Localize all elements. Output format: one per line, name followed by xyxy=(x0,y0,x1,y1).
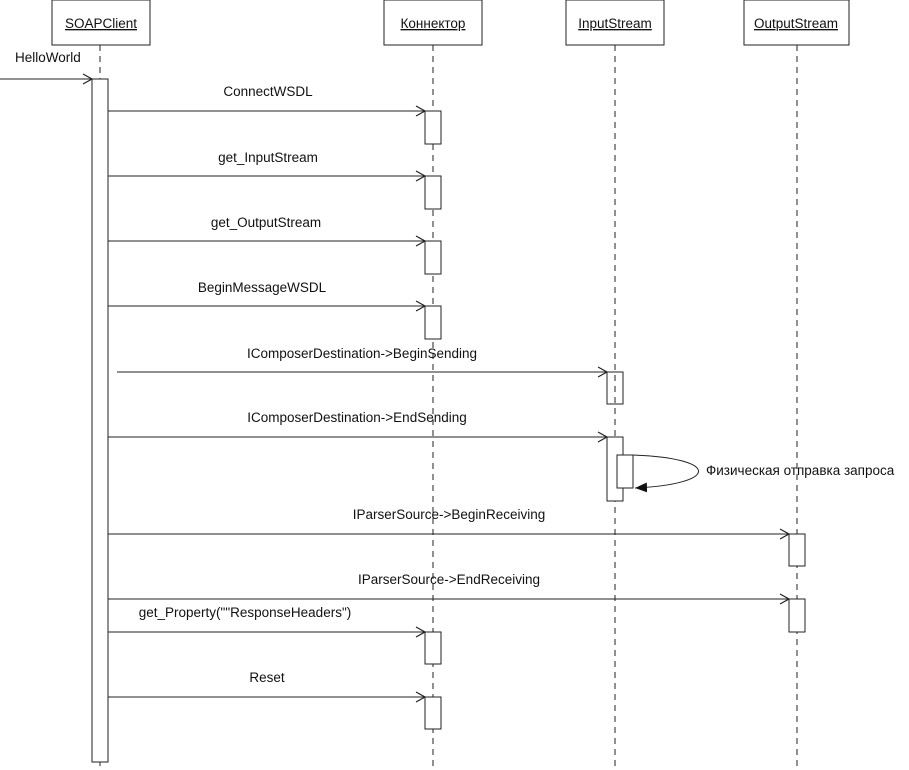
activation-connector xyxy=(424,631,442,665)
message-beginmessagewsdl[interactable]: BeginMessageWSDL xyxy=(108,280,442,340)
activation-outputstream xyxy=(788,533,806,567)
message-reset[interactable]: Reset xyxy=(108,670,442,730)
activation-connector xyxy=(424,240,442,275)
activation-soapclient xyxy=(91,78,109,763)
self-message-physical-send[interactable]: Физическая отправка запроса xyxy=(616,454,895,493)
message-label: IComposerDestination->EndSending xyxy=(247,410,467,425)
self-message-arrow xyxy=(632,454,699,493)
message-label: ConnectWSDL xyxy=(223,84,313,99)
activation-connector xyxy=(424,110,442,145)
activation-connector xyxy=(424,696,442,730)
message-label: BeginMessageWSDL xyxy=(198,280,327,295)
object-label: SOAPClient xyxy=(65,16,137,31)
message-label: IParserSource->BeginReceiving xyxy=(353,507,545,522)
message-label: get_Property(""ResponseHeaders") xyxy=(139,605,351,620)
message-get-inputstream[interactable]: get_InputStream xyxy=(108,150,442,210)
message-connectwsdl[interactable]: ConnectWSDL xyxy=(108,84,442,145)
object-box xyxy=(743,0,850,46)
message-helloworld[interactable]: HelloWorld xyxy=(0,50,94,85)
object-outputstream[interactable]: OutputStream xyxy=(743,0,850,770)
activation-connector xyxy=(424,175,442,210)
message-label: IParserSource->EndReceiving xyxy=(358,572,540,587)
message-endreceiving[interactable]: IParserSource->EndReceiving xyxy=(108,572,806,633)
object-label: InputStream xyxy=(578,16,652,31)
nested-activation xyxy=(616,454,634,489)
activation-inputstream xyxy=(606,371,624,405)
message-beginsending[interactable]: IComposerDestination->BeginSending xyxy=(117,346,624,405)
self-message-label: Физическая отправка запроса xyxy=(706,463,895,478)
message-label: Reset xyxy=(249,670,285,685)
message-label: get_InputStream xyxy=(218,150,318,165)
object-soapclient[interactable]: SOAPClient xyxy=(51,0,151,770)
message-label: get_OutputStream xyxy=(211,215,321,230)
message-label: HelloWorld xyxy=(15,50,81,65)
object-box xyxy=(383,0,483,46)
activation-outputstream xyxy=(788,598,806,633)
message-beginreceiving[interactable]: IParserSource->BeginReceiving xyxy=(108,507,806,567)
message-endsending[interactable]: IComposerDestination->EndSending xyxy=(108,410,624,502)
activation-connector xyxy=(424,305,442,340)
message-get-outputstream[interactable]: get_OutputStream xyxy=(108,215,442,275)
message-get-property[interactable]: get_Property(""ResponseHeaders") xyxy=(108,605,442,665)
object-box xyxy=(51,0,151,46)
object-inputstream[interactable]: InputStream xyxy=(565,0,665,770)
object-connector[interactable]: Коннектор xyxy=(383,0,483,770)
object-label: OutputStream xyxy=(754,16,838,31)
object-label: Коннектор xyxy=(401,16,466,31)
message-label: IComposerDestination->BeginSending xyxy=(247,346,477,361)
object-box xyxy=(565,0,665,46)
